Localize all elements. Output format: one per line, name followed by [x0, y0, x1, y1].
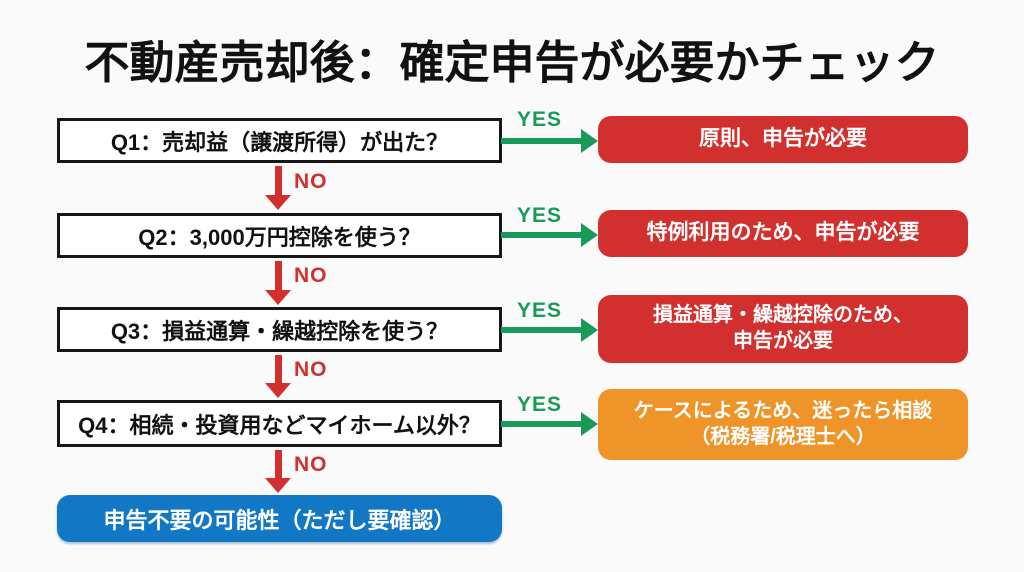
- question-text-q2: Q2：3,000万円控除を使う？: [138, 224, 421, 250]
- yes-label-q2: YES: [517, 204, 563, 227]
- result-text-q2: 特例利用のため、申告が必要: [646, 221, 920, 245]
- yes-label-q1: YES: [517, 108, 563, 131]
- result-box-q2: 特例利用のため、申告が必要: [598, 210, 968, 257]
- yes-arrow-head: [581, 318, 598, 342]
- no-arrow-head: [265, 290, 291, 305]
- yes-arrow-shaft: [501, 327, 582, 333]
- result-box-q3: 損益通算・繰越控除のため、 申告が必要: [598, 295, 968, 363]
- yes-label-q4: YES: [517, 393, 563, 416]
- no-arrow-shaft: [275, 355, 282, 384]
- no-label-q2: NO: [294, 264, 328, 287]
- final-box: 申告不要の可能性（ただし要確認）: [57, 495, 502, 542]
- result-box-q4: ケースによるため、迷ったら相談 （税務署/税理士へ）: [598, 389, 968, 460]
- no-arrow-head: [265, 383, 291, 398]
- result-text-q3-line1: 損益通算・繰越控除のため、: [653, 304, 913, 327]
- question-text-q3: Q3：損益通算・繰越控除を使う？: [110, 318, 449, 344]
- question-box-q4: Q4：相続・投資用などマイホーム以外？: [57, 400, 502, 447]
- no-arrow-shaft: [275, 450, 282, 479]
- result-text-q4-line2: （税務署/税理士へ）: [690, 425, 876, 448]
- result-text-q4-line1: ケースによるため、迷ったら相談: [633, 399, 933, 422]
- result-text-q3-line2: 申告が必要: [733, 330, 833, 352]
- no-label-q1: NO: [294, 170, 328, 193]
- yes-label-q3: YES: [517, 299, 563, 322]
- no-label-q4: NO: [294, 453, 328, 476]
- yes-arrow-shaft: [501, 138, 582, 144]
- no-arrow-q3: [265, 355, 292, 398]
- yes-arrow-q1: [501, 129, 598, 153]
- yes-arrow-q2: [501, 223, 598, 247]
- question-box-q2: Q2：3,000万円控除を使う？: [57, 213, 502, 258]
- no-arrow-shaft: [275, 166, 282, 196]
- no-arrow-q4: [265, 450, 292, 493]
- yes-arrow-shaft: [501, 232, 582, 238]
- result-box-q1: 原則、申告が必要: [598, 116, 968, 163]
- yes-arrow-q4: [501, 412, 598, 436]
- no-arrow-q1: [265, 166, 292, 210]
- flowchart-title: 不動産売却後：確定申告が必要かチェック: [84, 37, 940, 88]
- no-arrow-shaft: [275, 261, 282, 291]
- no-arrow-head: [265, 195, 291, 210]
- no-label-q3: NO: [294, 358, 328, 381]
- question-text-q4: Q4：相続・投資用などマイホーム以外？: [78, 412, 481, 438]
- yes-arrow-head: [581, 412, 598, 436]
- yes-arrow-q3: [501, 318, 598, 342]
- no-arrow-head: [265, 478, 291, 493]
- question-box-q3: Q3：損益通算・繰越控除を使う？: [57, 307, 502, 352]
- question-text-q1: Q1：売却益（譲渡所得）が出た？: [110, 129, 449, 155]
- result-text-q1: 原則、申告が必要: [699, 127, 867, 151]
- yes-arrow-head: [581, 223, 598, 247]
- yes-arrow-shaft: [501, 421, 582, 427]
- no-arrow-q2: [265, 261, 292, 305]
- yes-arrow-head: [581, 129, 598, 153]
- question-box-q1: Q1：売却益（譲渡所得）が出た？: [57, 118, 502, 163]
- final-text: 申告不要の可能性（ただし要確認）: [103, 507, 456, 533]
